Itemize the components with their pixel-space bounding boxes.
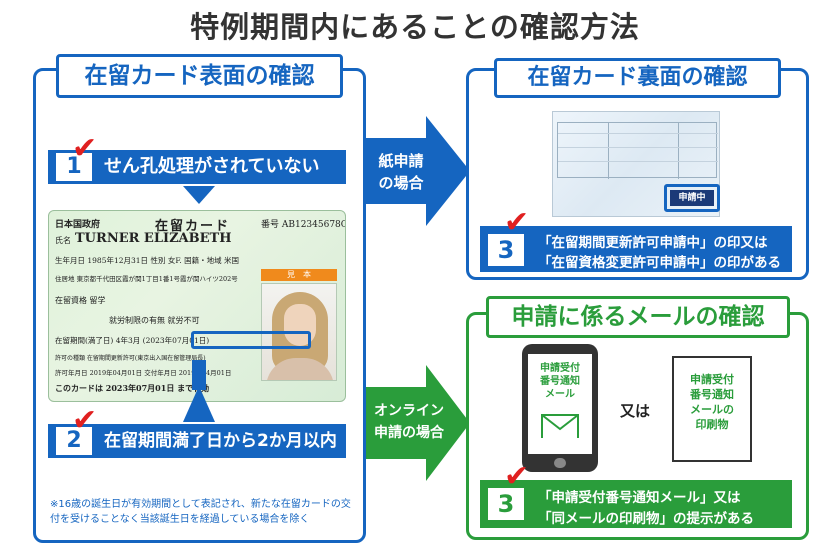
card-name-label: 氏名: [55, 236, 71, 245]
card-validity: このカードは 2023年07月01日 まで有効: [55, 383, 210, 393]
paper-printout-text: 申請受付 番号通知 メールの 印刷物: [690, 373, 734, 431]
card-period: 在留期間(満了日) 4年3月 (2023年07月01日): [55, 336, 210, 345]
step1-text: せん孔処理がされていない: [104, 156, 320, 177]
front-check-title: 在留カード表面の確認: [56, 54, 343, 98]
card-permit: 許可の種類 在留期間更新許可(東京出入国在留管理局長): [55, 355, 206, 362]
back-check-title: 在留カード裏面の確認: [494, 58, 781, 98]
card-work: 就労制限の有無 就労不可: [109, 316, 200, 325]
envelope-icon: [541, 414, 579, 438]
check-mark-icon: ✔: [504, 205, 530, 240]
mail-check-title: 申請に係るメールの確認: [486, 296, 790, 338]
footnote: ※16歳の誕生日が有効期間として表記され、新たな在留カードの交付を受けることなく…: [50, 499, 351, 525]
step2-bar: 2 在留期間満了日から2か月以内: [48, 424, 346, 458]
card-issue: 許可年月日 2019年04月01日 交付年月日 2019年04月01日: [55, 369, 232, 377]
step3-mail-line1: 「申請受付番号通知メール」又は: [538, 490, 741, 506]
card-status: 在留資格 留学: [55, 296, 106, 305]
card-title: 在留カード: [155, 219, 231, 234]
check-mark-icon: ✔: [72, 403, 98, 438]
check-mark-icon: ✔: [72, 131, 98, 166]
step3-mail-line2: 「同メールの印刷物」の提示がある: [538, 511, 754, 527]
stamp-highlight: [664, 184, 720, 212]
step2-text: 在留期間満了日から2か月以内: [104, 431, 337, 451]
card-number: 番号 AB12345678CD: [261, 220, 346, 230]
card-back-stamp: 申請中: [670, 190, 714, 206]
check-mark-icon: ✔: [504, 459, 530, 494]
step1-bar: 1 せん孔処理がされていない: [48, 150, 346, 184]
step3-back-line2: 「在留資格変更許可申請中」の印がある: [538, 255, 781, 271]
printed-paper-icon: [672, 356, 752, 462]
step1-number: 1: [56, 153, 92, 181]
online-application-label: オンライン 申請の場合: [374, 403, 444, 441]
expiry-highlight: [191, 331, 311, 349]
step3-mail-box: 3 「申請受付番号通知メール」又は 「同メールの印刷物」の提示がある: [480, 480, 792, 528]
step3-mail-number: 3: [488, 488, 524, 520]
card-name: TURNER ELIZABETH: [75, 231, 232, 246]
page-title: 特例期間内にあることの確認方法: [190, 10, 640, 44]
step3-back-box: 3 「在留期間更新許可申請中」の印又は 「在留資格変更許可申請中」の印がある: [480, 226, 792, 272]
card-gov: 日本国政府: [55, 220, 101, 230]
step3-back-number: 3: [488, 234, 524, 266]
phone-mail-text: 申請受付 番号通知 メール: [540, 363, 580, 400]
paper-application-label: 紙申請 の場合: [378, 152, 424, 192]
arrow-up-icon: [183, 386, 215, 422]
step3-back-line1: 「在留期間更新許可申請中」の印又は: [538, 235, 768, 251]
arrow-up-stem: [192, 360, 206, 390]
step2-number: 2: [56, 427, 92, 455]
card-birth: 生年月日 1985年12月31日 性別 女F. 国籍・地域 米国: [55, 256, 240, 265]
arrow-right-paper-icon: [366, 116, 470, 226]
phone-home-button: [554, 458, 566, 468]
arrow-down-icon: [183, 186, 215, 204]
arrow-right-online-icon: [366, 365, 470, 481]
card-sample-stamp: 見 本: [261, 269, 337, 281]
or-text: 又は: [620, 402, 651, 420]
card-address: 住居地 東京都千代田区霞が関1丁目1番1号霞が関ハイツ202号: [55, 275, 238, 283]
